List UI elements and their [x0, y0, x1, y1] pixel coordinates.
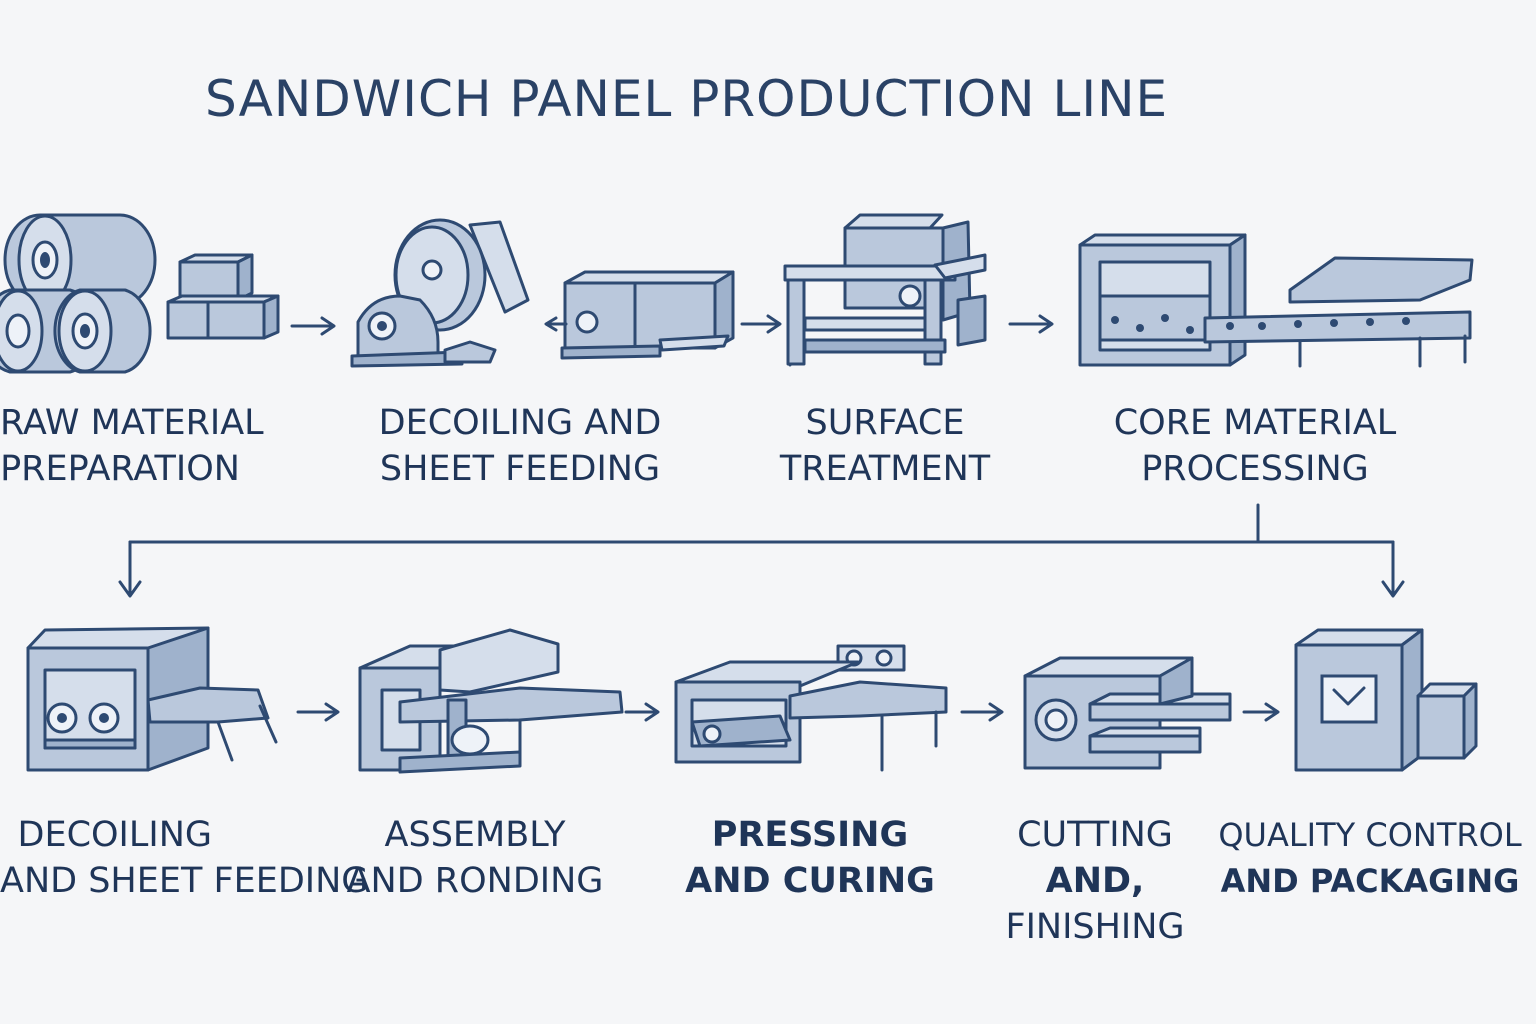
packaging-box-icon	[1294, 628, 1478, 772]
sheet-feeder-icon	[26, 626, 278, 772]
step-label-pressing: PRESSING AND CURING	[685, 815, 935, 901]
step-label-surface-treatment: SURFACE TREATMENT	[779, 403, 991, 489]
step-label-assembly: ASSEMBLY AND RONDING	[346, 815, 604, 901]
page-title: SANDWICH PANEL PRODUCTION LINE	[205, 70, 1169, 128]
step-label-core-material: CORE MATERIAL PROCESSING	[1113, 403, 1397, 489]
decoiler-machine-icon	[350, 218, 735, 368]
assembly-machine-icon	[358, 628, 624, 774]
row1-arrows	[290, 314, 1054, 336]
coils-and-boxes-icon	[0, 213, 280, 374]
treatment-press-icon	[783, 213, 987, 367]
step-label-decoiling-2: DECOILING AND SHEET FEEDING	[0, 815, 369, 901]
row2-arrows	[296, 702, 1280, 722]
step-label-cutting: CUTTING AND, FINISHING	[1005, 815, 1185, 947]
step-label-quality: QUALITY CONTROL AND PACKAGING	[1218, 816, 1522, 900]
core-processing-icon	[1078, 233, 1474, 368]
curing-press-icon	[674, 644, 948, 772]
cutting-machine-icon	[1023, 656, 1232, 770]
step-label-decoiling-1: DECOILING AND SHEET FEEDING	[378, 403, 662, 489]
row-connector	[118, 503, 1405, 598]
step-label-raw-material: RAW MATERIAL PREPARATION	[0, 403, 264, 489]
